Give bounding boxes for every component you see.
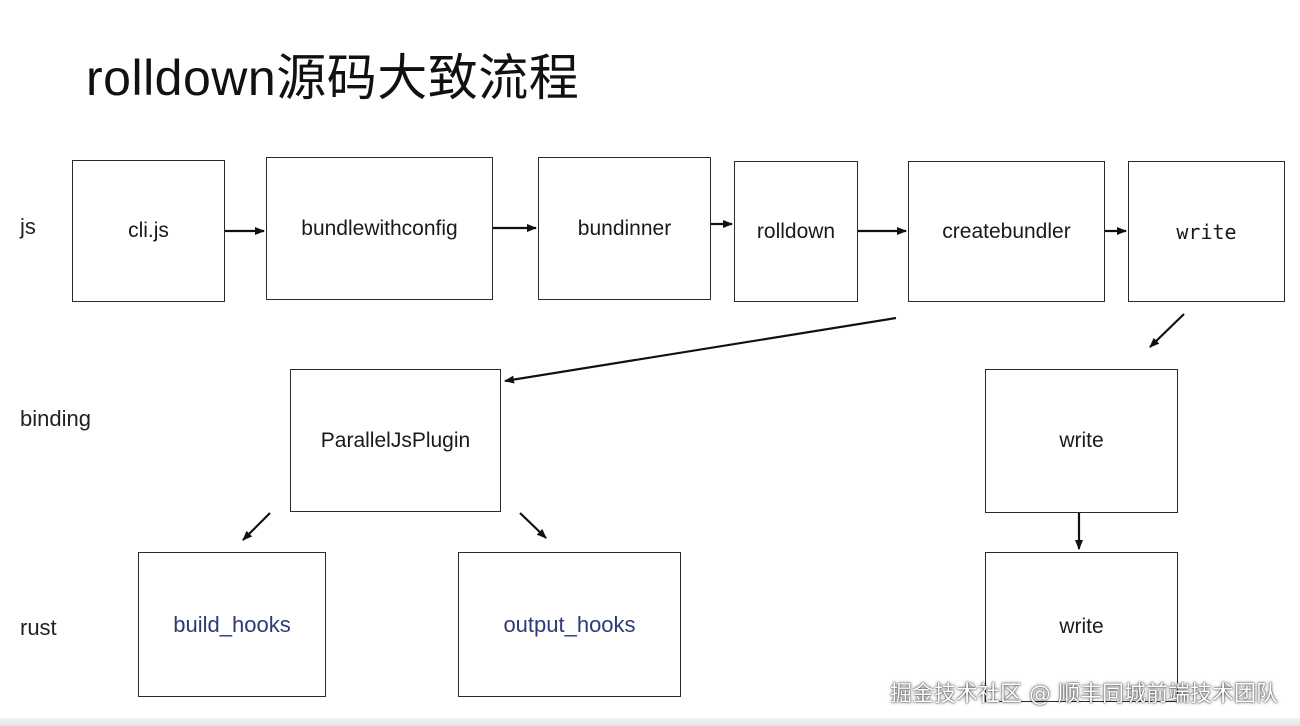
node-createbundler: createbundler <box>908 161 1105 302</box>
node-bundinner-label: bundinner <box>577 216 672 240</box>
diagram-title: rolldown源码大致流程 <box>86 50 580 106</box>
watermark: 掘金技术社区 @ 顺丰同城前端技术团队 <box>890 682 1278 707</box>
node-cli-js-label: cli.js <box>128 219 169 242</box>
bottom-bar <box>0 718 1300 726</box>
node-rolldown: rolldown <box>734 161 858 302</box>
node-bundlewithconfig-label: bundlewithconfig <box>301 216 458 240</box>
node-write-js: write <box>1128 161 1285 302</box>
node-write-binding-label: write <box>1059 429 1104 452</box>
node-output-hooks-label: output_hooks <box>503 611 636 637</box>
arrow-write-js-to-write-binding <box>1149 313 1185 348</box>
node-build-hooks: build_hooks <box>138 552 326 697</box>
row-label-js: js <box>20 214 36 239</box>
node-write-js-label: write <box>1176 219 1237 244</box>
arrow-createbundler-to-parallel <box>504 316 897 384</box>
node-write-rust-label: write <box>1059 615 1104 638</box>
node-bundinner: bundinner <box>538 157 711 300</box>
node-write-rust: write <box>985 552 1178 702</box>
node-build-hooks-label: build_hooks <box>173 611 291 637</box>
node-write-binding: write <box>985 369 1178 513</box>
node-output-hooks: output_hooks <box>458 552 681 697</box>
arrow-parallel-to-build-hooks <box>242 512 271 541</box>
node-bundlewithconfig: bundlewithconfig <box>266 157 493 300</box>
node-createbundler-label: createbundler <box>942 219 1071 243</box>
node-cli-js: cli.js <box>72 160 225 302</box>
row-label-binding: binding <box>20 406 91 431</box>
row-label-rust: rust <box>20 615 57 640</box>
node-parallel-js-plugin: ParallelJsPlugin <box>290 369 501 512</box>
node-parallel-js-plugin-label: ParallelJsPlugin <box>320 428 471 452</box>
arrow-parallel-to-output-hooks <box>519 512 547 539</box>
node-rolldown-label: rolldown <box>756 219 836 243</box>
